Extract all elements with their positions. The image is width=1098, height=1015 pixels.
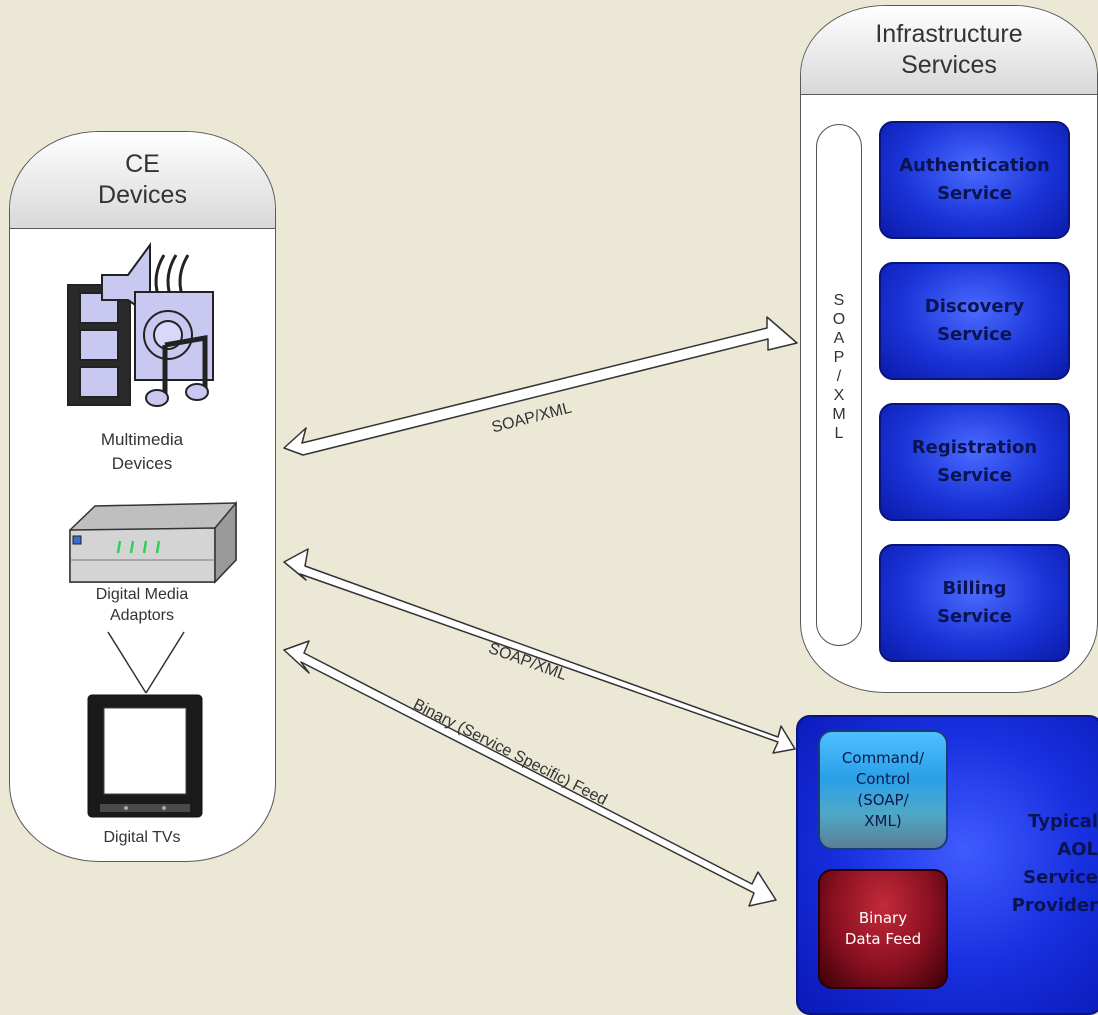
adaptors-label-line2: Adaptors — [109, 607, 175, 624]
soap-bar-char: X — [833, 387, 845, 404]
infrastructure-title-line1: Infrastructure — [875, 20, 1023, 48]
binary-line1: Binary — [858, 909, 908, 927]
authentication-service-line2: Service — [937, 183, 1012, 204]
arrow-binary-feed — [283, 640, 777, 907]
soap-bar-char: / — [836, 368, 842, 385]
multimedia-label-line1: Multimedia — [100, 430, 184, 449]
digital-tvs-label: Digital TVs — [103, 829, 181, 846]
provider-label-line4: Provider — [1011, 895, 1098, 916]
provider-label-line2: AOL — [1057, 839, 1098, 860]
binary-line2: Data Feed — [844, 930, 922, 948]
billing-service-line2: Service — [937, 606, 1012, 627]
registration-service-box: Registration Service — [879, 403, 1070, 521]
multimedia-devices-icon — [67, 241, 214, 407]
billing-service-box: Billing Service — [879, 544, 1070, 662]
multimedia-label-line2: Devices — [111, 454, 173, 473]
soap-bar-char: L — [834, 425, 844, 442]
command-line1: Command/ — [841, 749, 925, 767]
ce-devices-title-line2: Devices — [98, 181, 187, 209]
command-line4: XML) — [864, 812, 902, 830]
soap-bar-char: P — [833, 349, 845, 366]
soap-xml-bar: S O A P / X M L — [816, 124, 862, 646]
infrastructure-title-line2: Services — [901, 51, 997, 79]
infrastructure-services-header: Infrastructure Services — [801, 6, 1097, 95]
command-control-box: Command/ Control (SOAP/ XML) — [818, 730, 948, 850]
soap-bar-char: M — [832, 406, 846, 423]
command-line3: (SOAP/ — [857, 791, 909, 809]
discovery-service-line1: Discovery — [924, 296, 1025, 317]
service-provider-label: Typical AOL Service Provider — [1000, 808, 1098, 920]
binary-data-feed-box: Binary Data Feed — [818, 869, 948, 989]
soap-bar-char: O — [832, 311, 846, 328]
soap-bar-char: A — [833, 330, 845, 347]
discovery-service-box: Discovery Service — [879, 262, 1070, 380]
authentication-service-line1: Authentication — [899, 155, 1050, 176]
authentication-service-box: Authentication Service — [879, 121, 1070, 239]
soap-bar-char: S — [833, 292, 845, 309]
provider-label-line1: Typical — [1028, 811, 1098, 832]
ce-devices-title-line1: CE — [125, 150, 160, 178]
tv-antenna-icon — [107, 631, 185, 694]
digital-media-adaptor-icon — [69, 500, 237, 584]
arrow-soap-provider — [283, 548, 796, 754]
ce-devices-header: CE Devices — [10, 132, 275, 229]
multimedia-devices-label: Multimedia Devices — [58, 428, 226, 476]
digital-media-adaptors-label: Digital Media Adaptors — [58, 584, 226, 626]
billing-service-line1: Billing — [942, 578, 1007, 599]
command-line2: Control — [855, 770, 911, 788]
discovery-service-line2: Service — [937, 324, 1012, 345]
digital-tv-icon — [87, 694, 203, 818]
provider-label-line3: Service — [1023, 867, 1098, 888]
arrow-soap-infrastructure — [283, 316, 798, 456]
registration-service-line1: Registration — [911, 437, 1038, 458]
adaptors-label-line1: Digital Media — [95, 586, 189, 603]
registration-service-line2: Service — [937, 465, 1012, 486]
